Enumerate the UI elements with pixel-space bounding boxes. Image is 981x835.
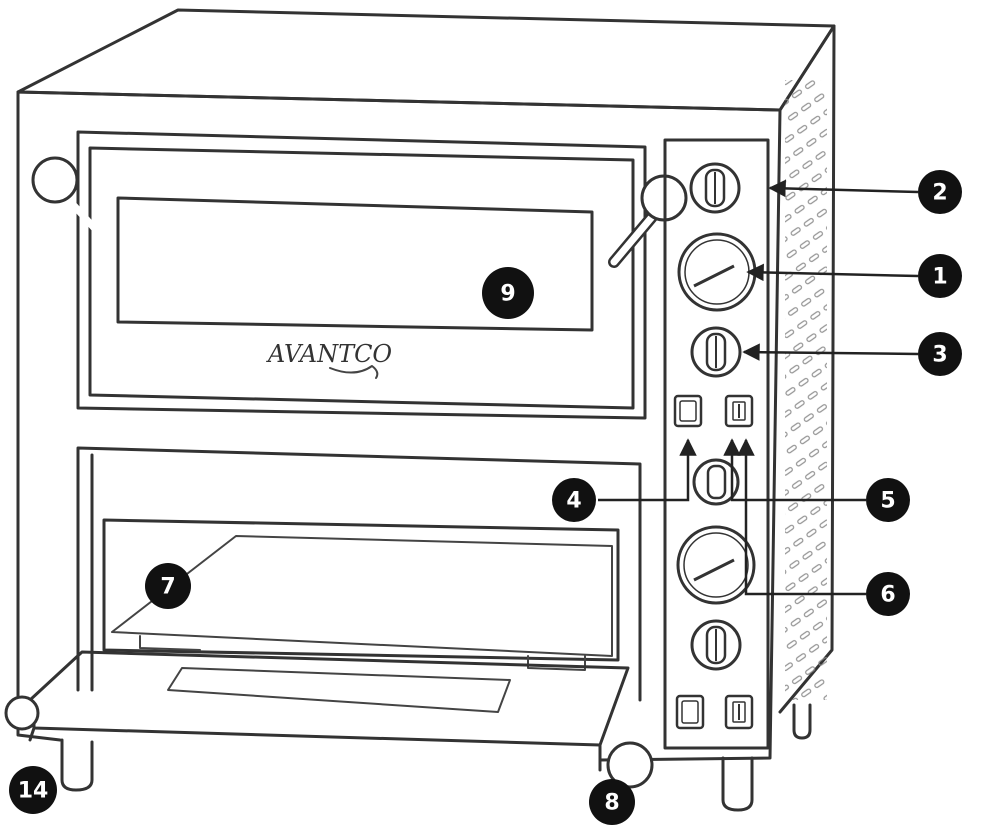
svg-text:4: 4: [566, 489, 581, 514]
callout-5: 5: [866, 478, 910, 522]
svg-text:7: 7: [160, 575, 175, 600]
lower-bottom-heat-knob[interactable]: [692, 621, 740, 669]
upper-power-light: [675, 396, 701, 426]
upper-door-handle-right[interactable]: [614, 176, 686, 262]
upper-door-handle-left[interactable]: [33, 158, 105, 240]
control-panel: [665, 140, 768, 748]
callout-6: 6: [866, 572, 910, 616]
svg-text:3: 3: [932, 343, 947, 368]
brand-logo: AVANTCO: [266, 340, 393, 368]
upper-temperature-gauge: [679, 234, 755, 310]
callout-8: 8: [589, 779, 635, 825]
callout-14: 14: [9, 766, 57, 814]
upper-power-switch[interactable]: [726, 396, 752, 426]
callout-2: 2: [918, 170, 962, 214]
svg-text:6: 6: [880, 583, 895, 608]
lower-power-light: [677, 696, 703, 728]
lower-power-switch[interactable]: [726, 696, 752, 728]
side-vent-grille: [785, 80, 827, 700]
leader-4: [598, 440, 688, 500]
lower-oven-door[interactable]: [6, 652, 652, 787]
callout-7: 7: [145, 563, 191, 609]
svg-text:2: 2: [932, 181, 947, 206]
upper-bottom-heat-knob[interactable]: [692, 328, 740, 376]
upper-top-heat-knob[interactable]: [691, 164, 739, 212]
callout-1: 1: [918, 254, 962, 298]
svg-text:8: 8: [604, 791, 619, 816]
leader-3: [744, 352, 918, 354]
callout-9: 9: [482, 267, 534, 319]
callout-4: 4: [552, 478, 596, 522]
svg-text:1: 1: [932, 265, 947, 290]
svg-text:5: 5: [880, 489, 895, 514]
lower-temperature-gauge: [678, 527, 754, 603]
svg-text:9: 9: [500, 282, 515, 307]
callout-3: 3: [918, 332, 962, 376]
upper-oven-door: AVANTCO: [78, 132, 645, 418]
svg-text:14: 14: [18, 779, 49, 804]
